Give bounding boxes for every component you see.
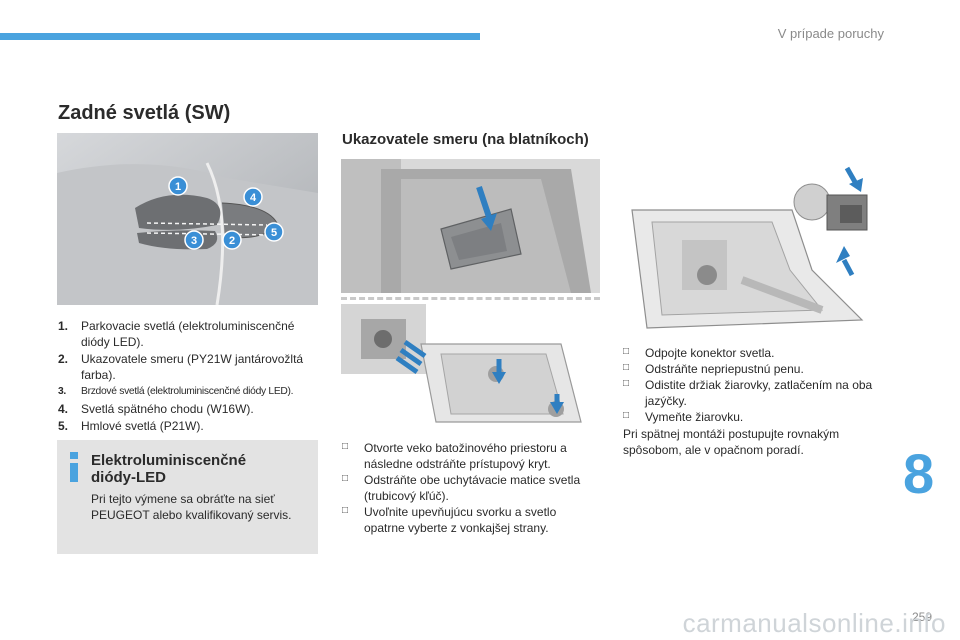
step-text: Odstráňte obe uchytávacie matice svetla … bbox=[364, 473, 581, 503]
list-item: □ Uvoľnite upevňujúcu svorku a svetlo opa… bbox=[342, 504, 597, 536]
legend-text: Ukazovatele smeru (PY21W jantárovožltá f… bbox=[81, 352, 304, 382]
page-title: Zadné svetlá (SW) bbox=[58, 102, 231, 124]
svg-text:4: 4 bbox=[250, 192, 257, 204]
watermark: carmanualsonline.info bbox=[682, 608, 946, 638]
list-item: □ Odpojte konektor svetla. bbox=[623, 345, 885, 361]
info-icon bbox=[70, 452, 78, 482]
step-text: Uvoľnite upevňujúcu svorku a svetlo opat… bbox=[364, 505, 557, 535]
callout-1: 1 bbox=[168, 176, 188, 196]
step-text: Vymeňte žiarovku. bbox=[645, 410, 744, 424]
step-text: Odstráňte nepriepustnú penu. bbox=[645, 362, 804, 376]
checkbox-bullet-icon: □ bbox=[623, 410, 630, 421]
list-item: □ Otvorte veko batožinového priestoru a n… bbox=[342, 440, 597, 472]
list-item: □ Odistite držiak žiarovky, zatlačením na… bbox=[623, 377, 885, 409]
list-item: □ Odstráňte nepriepustnú penu. bbox=[623, 361, 885, 377]
checkbox-bullet-icon: □ bbox=[623, 378, 630, 389]
step-text: Odistite držiak žiarovky, zatlačením na … bbox=[645, 378, 873, 408]
checkbox-bullet-icon: □ bbox=[342, 505, 349, 516]
legend-text: Brzdové svetlá (elektroluminiscenčné dió… bbox=[81, 386, 294, 397]
callout-4: 4 bbox=[243, 187, 263, 207]
arrow-icon bbox=[550, 394, 564, 414]
legend-number: 4. bbox=[58, 402, 69, 416]
section-title: Ukazovatele smeru (na blatníkoch) bbox=[342, 131, 589, 148]
legend-item: 3. Brzdové svetlá (elektroluminiscenčné d… bbox=[58, 384, 318, 400]
legend-item: 1. Parkovacie svetlá (elektroluminiscenčn… bbox=[58, 318, 318, 350]
rear-lights-illustration: 1 4 3 2 5 bbox=[57, 133, 318, 305]
callout-2: 2 bbox=[222, 230, 242, 250]
svg-text:2: 2 bbox=[229, 235, 235, 247]
section-divider bbox=[341, 297, 600, 300]
legend-number: 5. bbox=[58, 419, 69, 433]
step-text: Odpojte konektor svetla. bbox=[645, 346, 775, 360]
svg-text:3: 3 bbox=[191, 235, 197, 247]
info-title: Elektroluminiscenčné diódy-LED bbox=[91, 452, 247, 486]
bulb-steps-list: □ Odpojte konektor svetla. □ Odstráňte nep… bbox=[623, 345, 885, 425]
svg-text:5: 5 bbox=[271, 227, 277, 239]
legend-text: Svetlá spätného chodu (W16W). bbox=[81, 402, 254, 416]
svg-text:1: 1 bbox=[175, 181, 181, 193]
page-number: 259 bbox=[911, 610, 932, 624]
light-legend-list: 1. Parkovacie svetlá (elektroluminiscenčn… bbox=[58, 318, 318, 435]
legend-text: Parkovacie svetlá (elektroluminiscenčné … bbox=[81, 319, 295, 349]
trunk-cover-illustration bbox=[341, 159, 600, 293]
checkbox-bullet-icon: □ bbox=[623, 362, 630, 373]
removal-steps-list: □ Otvorte veko batožinového priestoru a n… bbox=[342, 440, 597, 536]
checkbox-bullet-icon: □ bbox=[342, 441, 349, 452]
arrow-icon bbox=[844, 166, 863, 192]
chapter-number: 8 bbox=[903, 442, 935, 505]
legend-item: 4. Svetlá spätného chodu (W16W). bbox=[58, 401, 318, 417]
legend-number: 3. bbox=[58, 386, 66, 397]
arrow-icon bbox=[395, 339, 427, 375]
legend-number: 1. bbox=[58, 319, 69, 333]
arrow-icon bbox=[476, 186, 497, 231]
callout-5: 5 bbox=[264, 222, 284, 242]
lamp-unit-illustration bbox=[341, 304, 600, 434]
legend-number: 2. bbox=[58, 352, 69, 366]
arrow-icon bbox=[492, 359, 506, 384]
checkbox-bullet-icon: □ bbox=[342, 473, 349, 484]
bulb-replacement-illustration bbox=[622, 160, 886, 335]
checkbox-bullet-icon: □ bbox=[623, 346, 630, 357]
chapter-header-title: V prípade poruchy bbox=[777, 26, 884, 41]
reassembly-note: Pri spätnej montáži postupujte rovnakým … bbox=[623, 427, 840, 457]
info-text: Pri tejto výmene sa obráťte na sieť PEUG… bbox=[91, 492, 292, 522]
step-text: Otvorte veko batožinového priestoru a ná… bbox=[364, 441, 567, 471]
arrow-icon bbox=[836, 246, 855, 277]
callout-3: 3 bbox=[184, 230, 204, 250]
list-item: □ Odstráňte obe uchytávacie matice svetla… bbox=[342, 472, 597, 504]
header-accent-bar bbox=[0, 33, 480, 40]
legend-text: Hmlové svetlá (P21W). bbox=[81, 419, 204, 433]
legend-item: 2. Ukazovatele smeru (PY21W jantárovožltá… bbox=[58, 351, 318, 383]
info-box: Elektroluminiscenčné diódy-LED Pri tejto… bbox=[57, 440, 318, 554]
list-item: □ Vymeňte žiarovku. bbox=[623, 409, 885, 425]
legend-item: 5. Hmlové svetlá (P21W). bbox=[58, 418, 318, 434]
